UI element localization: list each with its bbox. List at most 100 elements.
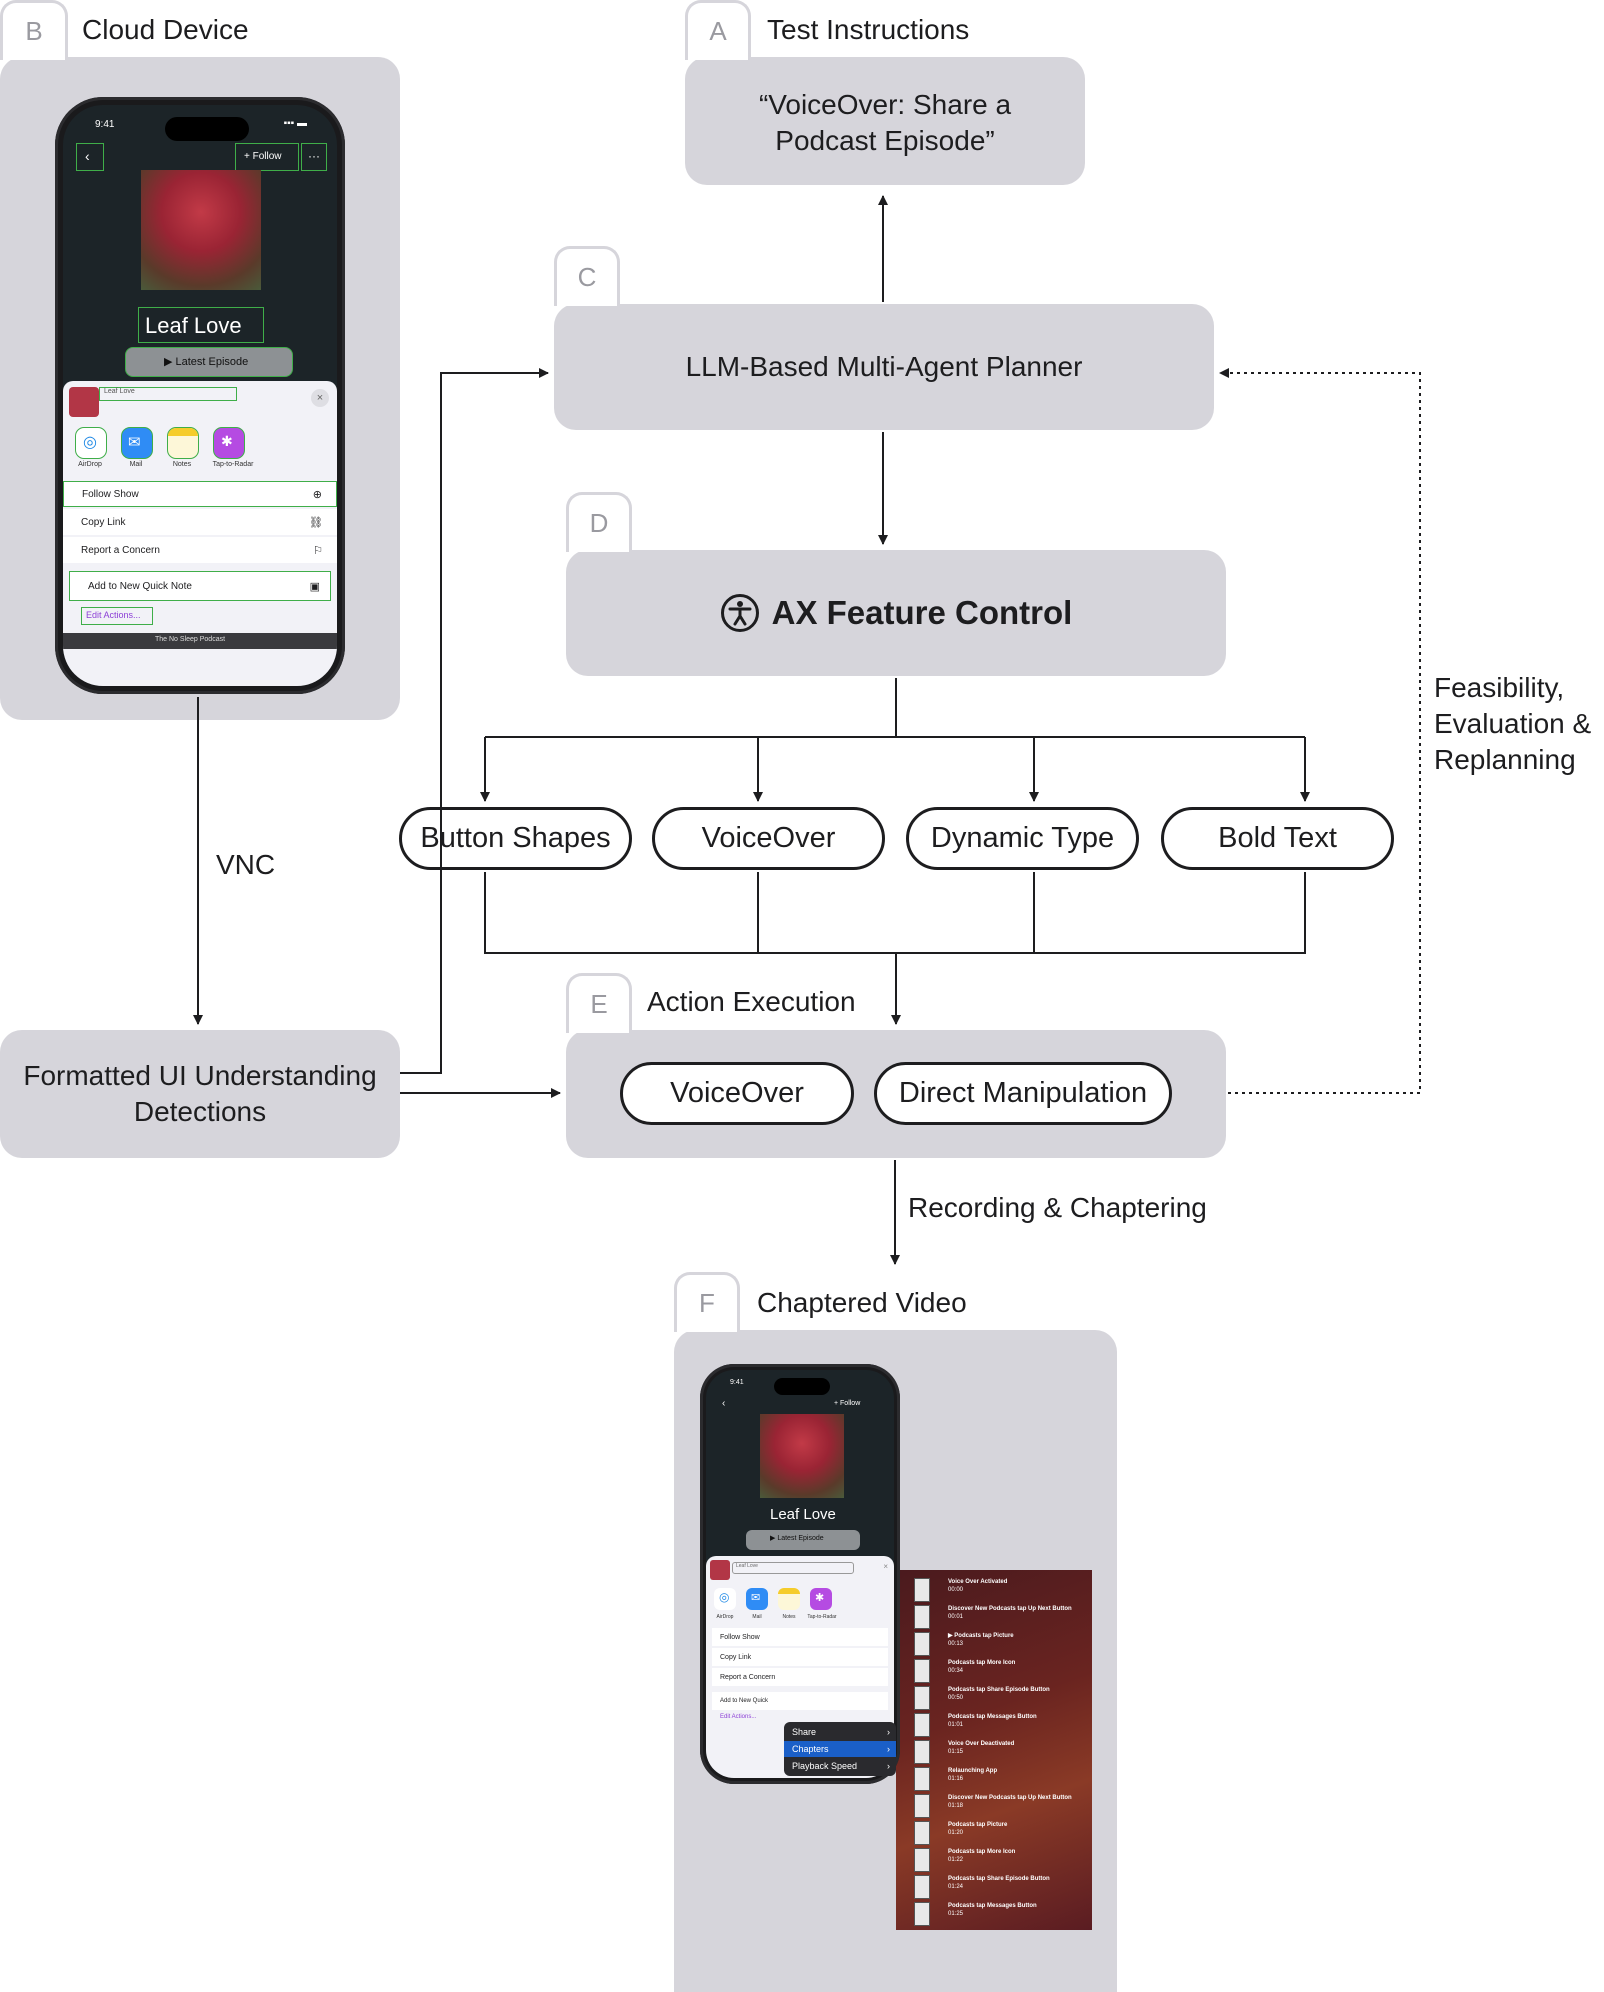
- video-action-copy: Copy Link: [712, 1648, 888, 1666]
- chapter-item[interactable]: Podcasts tap More Icon 00:34: [948, 1659, 1015, 1675]
- action-follow-show[interactable]: Follow Show⊕: [63, 481, 337, 507]
- airdrop-icon[interactable]: ◎: [75, 427, 107, 459]
- chapter-time: 00:13: [948, 1641, 964, 1647]
- chapter-thumbnail: [914, 1821, 930, 1845]
- share-close-button[interactable]: ×: [311, 389, 329, 407]
- chevron-right-icon: ›: [887, 1744, 890, 1754]
- quick-note-icon: ▣: [309, 580, 320, 593]
- arrow-features-merge: [484, 872, 1306, 954]
- chapter-thumbnail: [914, 1875, 930, 1899]
- execution-direct-manipulation: Direct Manipulation: [874, 1062, 1172, 1125]
- follow-button[interactable]: + Follow: [235, 143, 299, 171]
- chapter-item[interactable]: Podcasts tap Share Episode Button 00:50: [948, 1686, 1050, 1702]
- arrow-ax-branch: [485, 678, 1305, 738]
- panel-e-letter: E: [590, 989, 608, 1019]
- share-search-field[interactable]: Leaf Love: [99, 387, 237, 401]
- feedback-label: Feasibility, Evaluation & Replanning: [1434, 672, 1592, 775]
- chapter-title: Relaunching App: [948, 1768, 998, 1774]
- link-icon: ⛓: [309, 516, 323, 529]
- feature-dynamic-type: Dynamic Type: [906, 807, 1139, 870]
- video-latest-episode: ▶ Latest Episode: [746, 1530, 860, 1550]
- action-quick-note[interactable]: Add to New Quick Note▣: [69, 571, 331, 601]
- video-share-search: Leaf Love: [732, 1562, 854, 1574]
- panel-d-letter: D: [589, 508, 609, 538]
- panel-c-letter: C: [577, 262, 597, 292]
- close-icon: ×: [316, 392, 324, 404]
- video-dynamic-island: [774, 1378, 830, 1395]
- panel-b-letter: B: [25, 16, 43, 46]
- action-report-concern[interactable]: Report a Concern⚐: [63, 537, 337, 563]
- feature-button-shapes: Button Shapes: [399, 807, 632, 870]
- app-label-mail: Mail: [129, 461, 143, 468]
- panel-b-title: Cloud Device: [82, 14, 249, 45]
- chapter-thumbnail: [914, 1632, 930, 1656]
- more-button[interactable]: ···: [301, 143, 327, 171]
- chapter-thumbnail: [914, 1686, 930, 1710]
- chapter-item[interactable]: Voice Over Deactivated 01:15: [948, 1740, 1014, 1756]
- video-back-icon: ‹: [722, 1398, 726, 1409]
- edit-actions-button[interactable]: Edit Actions...: [81, 607, 153, 625]
- chapter-title: Discover New Podcasts tap Up Next Button: [948, 1795, 1072, 1801]
- chapter-title: Podcasts tap More Icon: [948, 1849, 1016, 1855]
- panel-f-tab: F: [674, 1272, 740, 1332]
- chapter-time: 01:15: [948, 1749, 964, 1755]
- chapter-title: Voice Over Deactivated: [948, 1741, 1015, 1747]
- now-playing-bar: The No Sleep Podcast: [63, 633, 337, 649]
- video-notes-icon: [778, 1588, 800, 1610]
- action-copy-link[interactable]: Copy Link⛓: [63, 509, 337, 535]
- chapter-time: 01:25: [948, 1911, 964, 1917]
- formatted-ui-label: Formatted UI Understanding Detections: [23, 1060, 377, 1127]
- chapter-title: Podcasts tap Share Episode Button: [948, 1687, 1050, 1693]
- video-app-label-airdrop: AirDrop: [716, 1614, 734, 1620]
- notes-icon[interactable]: [167, 427, 199, 459]
- panel-a-title: Test Instructions: [767, 14, 970, 45]
- feature-bold-text: Bold Text: [1161, 807, 1394, 870]
- podcast-artwork: [141, 170, 261, 290]
- menu-item-playback-speed: Playback Speed›: [784, 1758, 896, 1774]
- chapter-title: Podcasts tap Picture: [948, 1822, 1008, 1828]
- chapter-title: Podcasts tap More Icon: [948, 1660, 1016, 1666]
- panel-f-letter: F: [699, 1288, 715, 1318]
- chapter-title: Podcasts tap Share Episode Button: [948, 1876, 1050, 1882]
- mail-icon[interactable]: ✉: [121, 427, 153, 459]
- test-instruction-text: “VoiceOver: Share a Podcast Episode”: [758, 89, 1012, 156]
- video-follow: + Follow: [834, 1400, 861, 1407]
- chapter-item[interactable]: Podcasts tap More Icon 01:22: [948, 1848, 1015, 1864]
- back-button[interactable]: ‹: [76, 143, 104, 171]
- latest-episode-button[interactable]: ▶ Latest Episode: [125, 347, 293, 377]
- chapter-time: 01:22: [948, 1857, 964, 1863]
- chapter-time: 00:50: [948, 1695, 964, 1701]
- chapter-thumbnail: [914, 1767, 930, 1791]
- ellipsis-icon: ···: [308, 149, 320, 163]
- share-search-text: Leaf Love: [104, 388, 135, 395]
- chapter-thumbnail: [914, 1740, 930, 1764]
- chapter-thumbnail: [914, 1902, 930, 1926]
- app-label-notes: Notes: [172, 461, 192, 468]
- follow-label: + Follow: [244, 151, 282, 162]
- chapter-item[interactable]: Discover New Podcasts tap Up Next Button…: [948, 1605, 1072, 1621]
- chapter-thumbnail: [914, 1578, 930, 1602]
- tap-to-radar-icon[interactable]: ✱: [213, 427, 245, 459]
- video-radar-icon: ✱: [810, 1588, 832, 1610]
- panel-c-tab: C: [554, 246, 620, 306]
- video-airdrop-icon: ◎: [714, 1588, 736, 1610]
- panel-planner: [554, 304, 1214, 430]
- report-icon: ⚐: [313, 544, 323, 557]
- execution-voiceover: VoiceOver: [620, 1062, 854, 1125]
- video-close-icon: ×: [883, 1562, 888, 1571]
- panel-e-title: Action Execution: [647, 986, 856, 1017]
- chapter-title: Voice Over Activated: [948, 1579, 1008, 1585]
- chapter-time: 00:34: [948, 1668, 964, 1674]
- panel-ax-feature-control: [566, 550, 1226, 676]
- ax-feature-control-text: AX Feature Control: [771, 594, 1073, 631]
- chapter-item[interactable]: Discover New Podcasts tap Up Next Button…: [948, 1794, 1072, 1810]
- vnc-label: VNC: [216, 849, 276, 880]
